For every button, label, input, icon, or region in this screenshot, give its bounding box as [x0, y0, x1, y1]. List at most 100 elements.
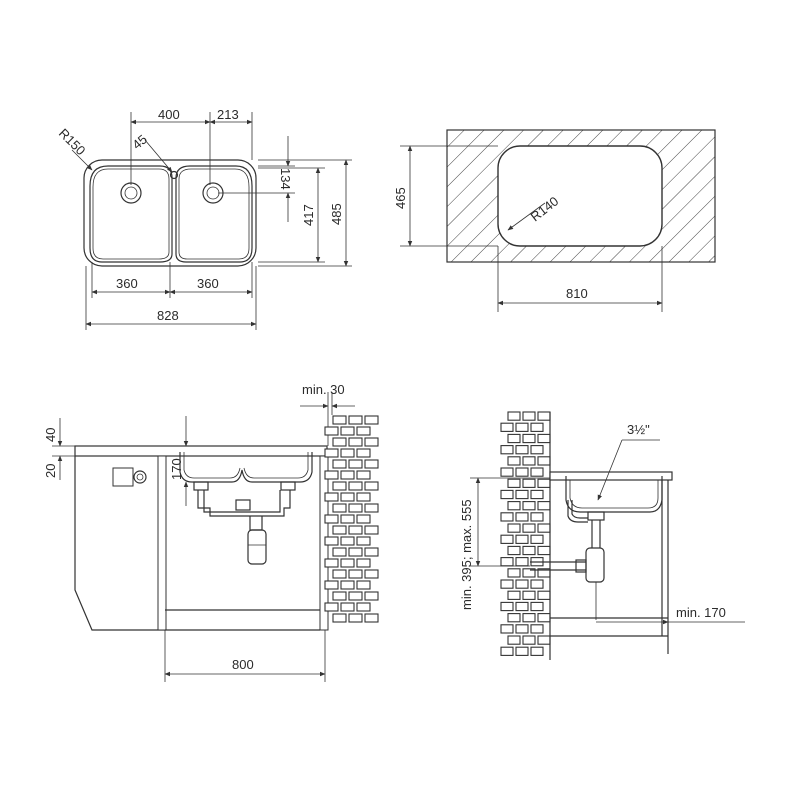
- wall-brick: [324, 514, 339, 524]
- wall-brick: [500, 467, 514, 477]
- cutout-view: 465 R140 810: [393, 129, 716, 312]
- dim-417-label: 417: [301, 204, 316, 226]
- wall-brick: [537, 613, 551, 623]
- wall-brick: [356, 448, 371, 458]
- wall-brick: [522, 501, 536, 511]
- right-bowl-outline: [175, 165, 253, 263]
- wall-brick: [356, 536, 371, 546]
- dim-828-label: 828: [157, 308, 179, 323]
- dim-134-label: 134: [278, 168, 293, 190]
- wall-brick: [507, 501, 521, 511]
- wall-brick: [530, 579, 544, 589]
- wall-brick: [332, 437, 347, 447]
- wall-brick: [324, 558, 339, 568]
- wall-brick: [537, 411, 551, 421]
- wall-brick: [340, 514, 355, 524]
- wall-brick: [507, 478, 521, 488]
- wall-brick: [332, 613, 347, 623]
- wall-brick: [364, 613, 379, 623]
- wall-brick: [522, 456, 536, 466]
- side-siphon: [585, 547, 605, 583]
- wall-brick: [515, 646, 529, 656]
- wall-brick: [364, 415, 379, 425]
- wall-brick: [340, 558, 355, 568]
- wall-brick: [515, 445, 529, 455]
- dim-810-label: 810: [566, 286, 588, 301]
- dim-170-label: 170: [169, 458, 184, 480]
- wall-brick: [348, 591, 363, 601]
- wall-brick: [364, 591, 379, 601]
- wall-brick: [364, 525, 379, 535]
- wall-brick: [356, 514, 371, 524]
- wall-brick: [500, 579, 514, 589]
- wall-brick: [507, 433, 521, 444]
- wall-brick: [500, 422, 514, 432]
- dim-485-label: 485: [329, 203, 344, 225]
- left-drain: [120, 182, 142, 204]
- wall-brick: [340, 492, 355, 502]
- wall-brick: [530, 467, 544, 477]
- wall-brick: [507, 613, 521, 623]
- wall-brick: [530, 512, 544, 522]
- wall-brick: [530, 601, 544, 612]
- wall-brick: [332, 503, 347, 513]
- wall-brick: [515, 422, 529, 432]
- wall-brick: [500, 601, 514, 612]
- wall-brick: [500, 445, 514, 455]
- wall-brick: [348, 415, 363, 425]
- wall-brick: [348, 547, 363, 557]
- dim-40-label: 40: [43, 428, 58, 442]
- wall-brick: [537, 433, 551, 444]
- side-view: 3½" min. 395; max. 555 min. 170: [459, 411, 745, 660]
- overflow-hole: [169, 170, 179, 180]
- wall-brick: [515, 624, 529, 634]
- front-countertop: [74, 445, 328, 457]
- wall-brick: [500, 557, 514, 567]
- wall-brick: [537, 501, 551, 511]
- wall-brick: [364, 459, 379, 469]
- wall-brick: [356, 492, 371, 502]
- wall-brick: [324, 492, 339, 502]
- dim-r150-label: R150: [56, 126, 89, 159]
- wall-brick: [324, 536, 339, 546]
- wall-brick: [522, 590, 536, 600]
- wall-brick: [537, 590, 551, 600]
- wall-brick: [500, 512, 514, 522]
- side-countertop: [549, 471, 673, 481]
- dim-45-label: 45: [129, 132, 150, 153]
- front-cabinet-panel: [157, 455, 167, 631]
- wall-brick: [356, 602, 371, 612]
- wall-brick: [507, 568, 521, 578]
- left-drain-inner: [124, 186, 138, 200]
- wall-brick: [507, 523, 521, 533]
- wall-brick: [507, 635, 521, 645]
- right-drain-inner: [206, 186, 220, 200]
- dim-three-half-label: 3½": [627, 422, 650, 437]
- wall-brick: [537, 635, 551, 645]
- dim-465-label: 465: [393, 187, 408, 209]
- dim-213-label: 213: [217, 107, 239, 122]
- wall-brick: [515, 579, 529, 589]
- wall-brick: [340, 448, 355, 458]
- wall-brick: [537, 478, 551, 488]
- wall-brick: [530, 624, 544, 634]
- wall-brick: [537, 545, 551, 556]
- wall-brick: [364, 481, 379, 491]
- dim-min170-label: min. 170: [676, 605, 726, 620]
- wall-brick: [348, 613, 363, 623]
- dim-360-right-label: 360: [197, 276, 219, 291]
- dim-360-left-label: 360: [116, 276, 138, 291]
- control-knob-plate: [112, 467, 134, 487]
- wall-brick: [348, 481, 363, 491]
- wall-brick: [530, 445, 544, 455]
- wall-brick: [340, 536, 355, 546]
- wall-brick: [356, 558, 371, 568]
- wall-brick: [522, 523, 536, 533]
- side-sink-bowl: [565, 476, 663, 513]
- wall-brick: [324, 426, 339, 436]
- wall-brick: [522, 545, 536, 556]
- front-brick-wall: [324, 415, 379, 623]
- wall-brick: [507, 456, 521, 466]
- wall-brick: [332, 525, 347, 535]
- side-brick-wall: [500, 411, 551, 656]
